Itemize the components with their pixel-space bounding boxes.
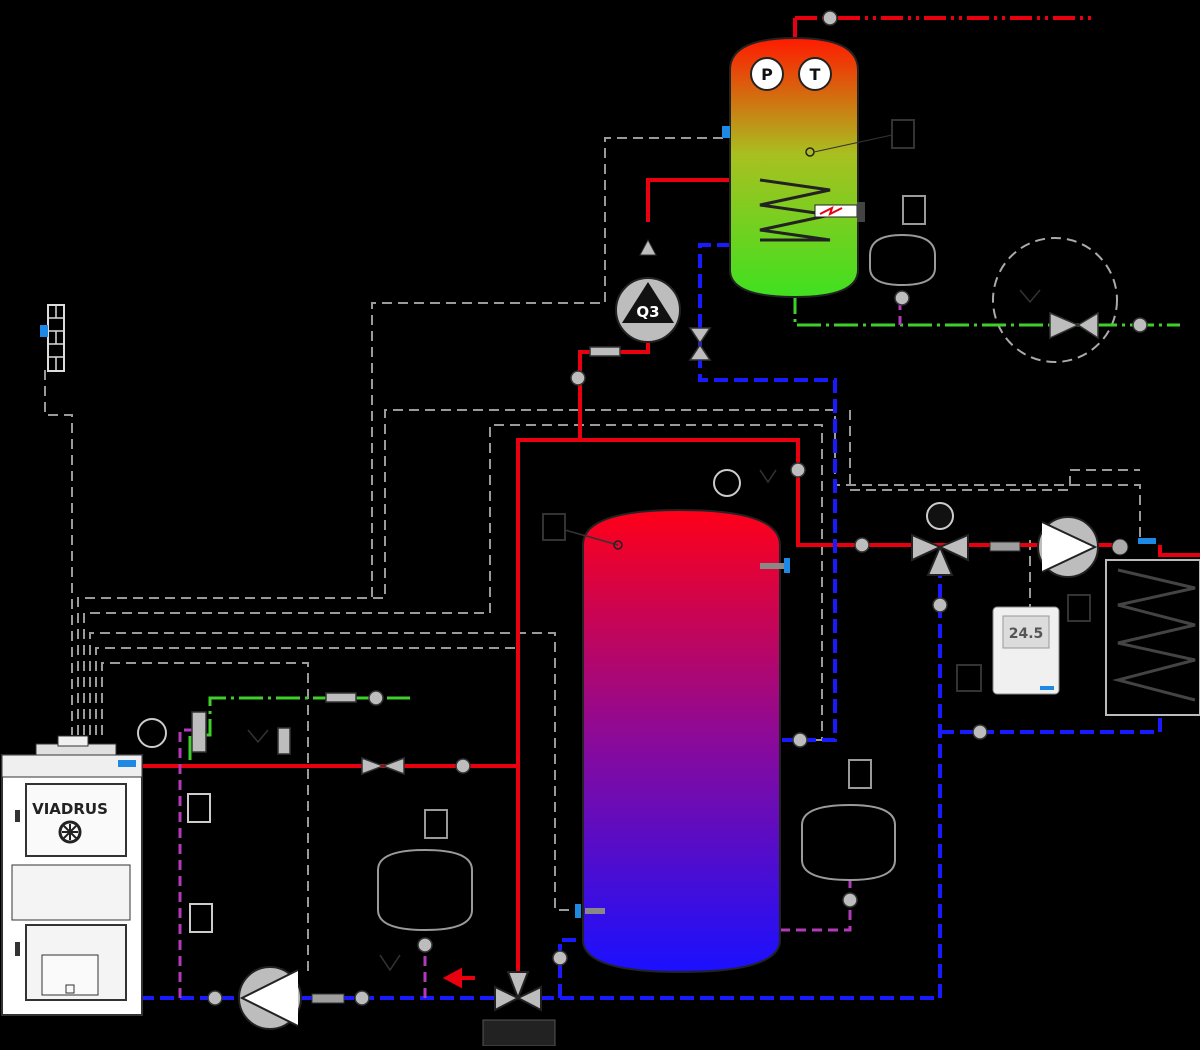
three-way-mixing-valve <box>911 502 969 576</box>
expansion-vessels <box>377 195 936 932</box>
radiator <box>1067 559 1200 716</box>
bottom-mixing-valve <box>482 971 556 1047</box>
cold-water-pipes <box>188 290 1180 760</box>
boiler <box>1 735 143 1016</box>
chimney <box>40 304 65 372</box>
temperature-sensor-label: T <box>810 65 821 84</box>
temperature-sensor-icon <box>798 57 832 91</box>
return-pipes <box>140 243 1162 1000</box>
heating-circuit-pump <box>989 516 1156 578</box>
buffer-tank <box>542 508 790 974</box>
fittings <box>137 10 1148 1006</box>
pressure-sensor-label: P <box>761 65 773 84</box>
pressure-sensor-icon <box>750 57 784 91</box>
pump-q3 <box>615 238 681 343</box>
dhw-tank <box>722 36 915 299</box>
room-unit-display: 24.5 <box>1009 626 1044 642</box>
pump-q3-label: Q3 <box>636 303 659 321</box>
boiler-circulation-pump <box>238 966 345 1030</box>
supply-pipes <box>140 16 1200 985</box>
room-unit <box>956 606 1060 695</box>
flow-arrow-icon <box>442 967 475 989</box>
boiler-brand-label: VIADRUS <box>32 800 108 818</box>
